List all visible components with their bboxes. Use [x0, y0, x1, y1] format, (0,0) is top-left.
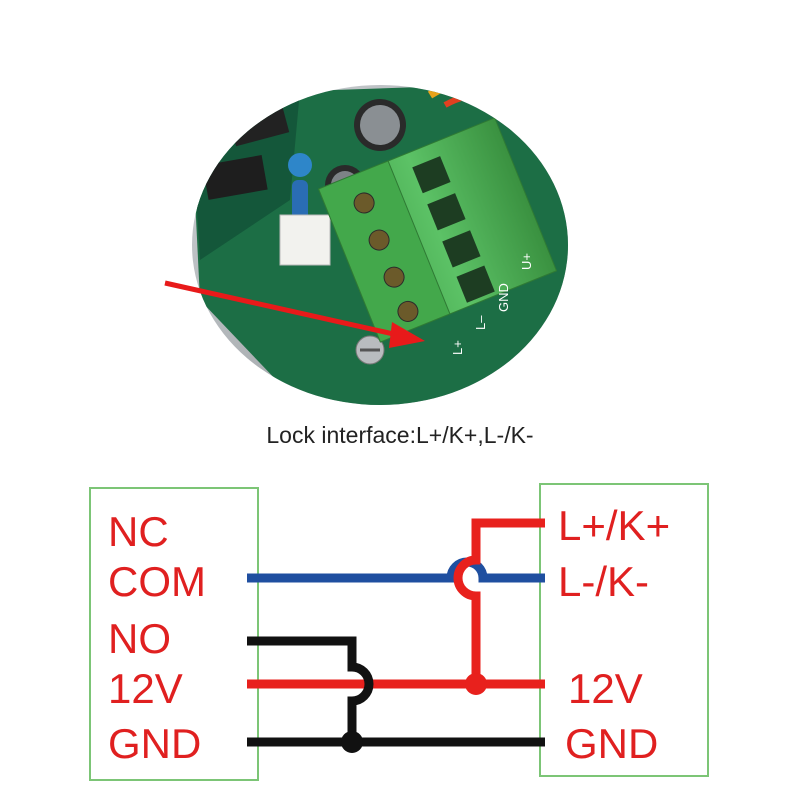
lock-interface-photo: L+ L– GND U+: [164, 85, 568, 405]
controller-terminal-box: [89, 487, 259, 781]
label-gnd: GND: [108, 720, 201, 767]
wire-com-to-lminus: [247, 557, 545, 583]
capacitor-top: [360, 105, 400, 145]
ic-chip: [202, 155, 268, 200]
pointer-arrow: [164, 280, 425, 348]
pcb-label-lplus: L+: [450, 340, 465, 355]
pcb-label-gnd: GND: [496, 283, 511, 312]
junction-12v: [465, 673, 487, 695]
label-lock-gnd: GND: [565, 720, 658, 767]
controller-labels: NC COM NO 12V GND: [108, 508, 206, 767]
arrow-shaft: [164, 280, 399, 338]
resistor: [292, 180, 308, 220]
label-lock-12v: 12V: [568, 665, 643, 712]
lock-labels: L+/K+ L-/K- 12V GND: [558, 502, 670, 767]
pcb-label-lminus: L–: [473, 315, 488, 330]
ceramic-capacitor: [288, 153, 312, 177]
label-lminus-kminus: L-/K-: [558, 558, 649, 605]
arrow-head: [389, 322, 425, 348]
label-lplus-kplus: L+/K+: [558, 502, 670, 549]
pcb-label-uplus: U+: [519, 253, 534, 270]
label-no: NO: [108, 615, 171, 662]
terminal-block: [317, 117, 558, 343]
white-connector: [279, 214, 331, 266]
label-com: COM: [108, 558, 206, 605]
lock-terminal-box: [539, 483, 709, 777]
wire-12v-to-lplus: [453, 518, 545, 684]
label-12v: 12V: [108, 665, 183, 712]
label-nc: NC: [108, 508, 169, 555]
junction-gnd: [341, 731, 363, 753]
wire-no-to-gnd: [247, 636, 374, 742]
photo-caption: Lock interface:L+/K+,L-/K-: [266, 422, 534, 448]
pcb-silkscreen-labels: L+ L– GND U+: [450, 253, 534, 355]
